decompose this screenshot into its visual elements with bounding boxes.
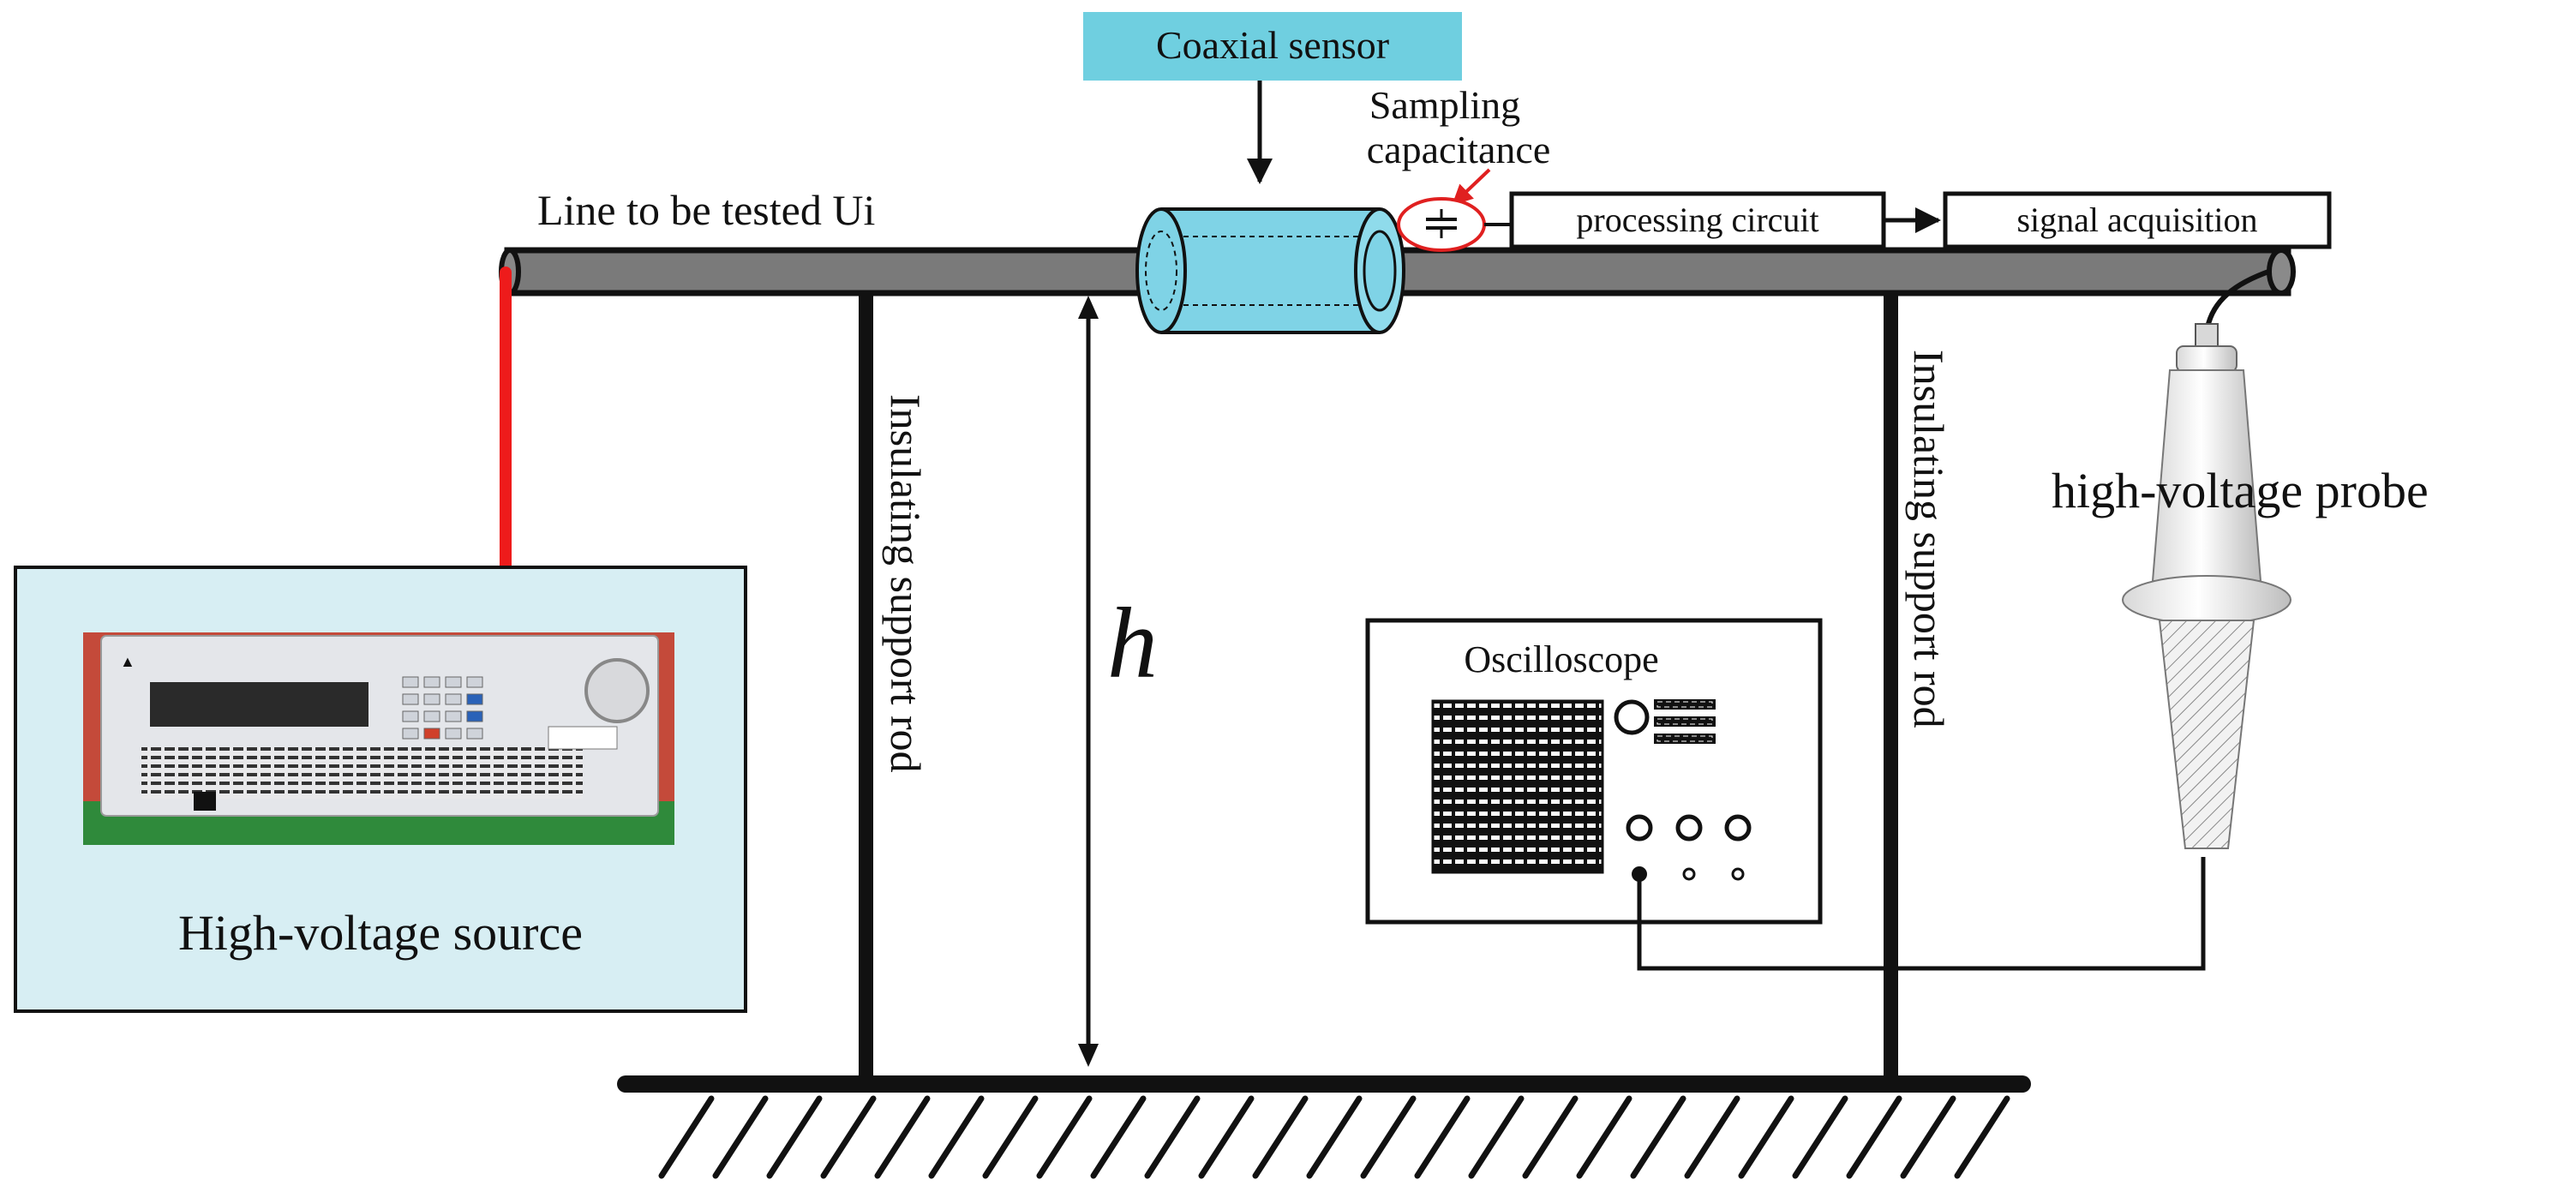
sampling-label-line2: capacitance [1367, 128, 1550, 171]
delta-logo-icon: ▲ [120, 653, 135, 670]
coaxial-sensor-label-box: Coaxial sensor [1083, 12, 1462, 81]
ground-hatch [1522, 1095, 1579, 1179]
oscilloscope-label: Oscilloscope [1464, 638, 1658, 680]
ground-hatch [874, 1095, 931, 1179]
ground-hatch [1306, 1095, 1363, 1179]
insulating-rod-left-label: Insulating support rod [882, 394, 930, 773]
height-dimension [1078, 296, 1099, 1067]
sampling-label-line1: Sampling [1369, 83, 1520, 127]
hv-source-label: High-voltage source [178, 905, 583, 961]
control-knob-icon [584, 658, 650, 723]
signal-acquisition-label: signal acquisition [2016, 201, 2257, 239]
oscilloscope-ports-icon [1626, 814, 1752, 882]
height-symbol: h [1107, 587, 1158, 699]
ground [617, 1075, 2031, 1179]
hv-source-device-image: ▲ [83, 632, 674, 845]
line-under-test-label: Line to be tested Ui [537, 186, 875, 234]
ground-hatch [1684, 1095, 1740, 1179]
probe-cable [1637, 857, 2206, 971]
insulating-rod-right [1884, 290, 1898, 1087]
ground-hatch [1468, 1095, 1525, 1179]
coaxial-sensor-label: Coaxial sensor [1156, 23, 1389, 67]
sampling-capacitor [1397, 197, 1486, 252]
sampling-pointer-arrow [1452, 168, 1491, 206]
probe-top-lead [2204, 268, 2272, 333]
ground-hatch [1414, 1095, 1471, 1179]
ground-hatch [1144, 1095, 1201, 1179]
ground-hatch [1090, 1095, 1147, 1179]
processing-circuit-label: processing circuit [1576, 201, 1818, 239]
ground-hatch [1792, 1095, 1848, 1179]
oscilloscope-knob-icon [1614, 699, 1650, 735]
hv-source-panel: ▲ High-voltage source [14, 566, 747, 1013]
ground-hatch [982, 1095, 1039, 1179]
insulating-rod-right-label: Insulating support rod [1905, 350, 1953, 728]
oscilloscope-screen-icon [1431, 699, 1604, 874]
ground-hatch [1846, 1095, 1902, 1179]
ground-hatch [928, 1095, 985, 1179]
ground-hatch [1198, 1095, 1255, 1179]
ground-hatch [1954, 1095, 2010, 1179]
ground-hatch [1360, 1095, 1417, 1179]
signal-acquisition-box [1943, 191, 2332, 249]
hv-probe [2122, 323, 2291, 849]
ground-hatch [1630, 1095, 1686, 1179]
ground-hatch [658, 1095, 715, 1179]
ground-hatch [1900, 1095, 1956, 1179]
insulating-rod-left [859, 290, 873, 1087]
ground-hatch [1036, 1095, 1093, 1179]
oscilloscope-buttons-icon [1654, 699, 1716, 744]
ground-hatch [1738, 1095, 1794, 1179]
coaxial-sensor [1135, 207, 1405, 334]
ground-hatch [1576, 1095, 1632, 1179]
ground-hatch [1252, 1095, 1309, 1179]
ground-hatch [820, 1095, 877, 1179]
keypad-icon [402, 676, 483, 740]
oscilloscope: Oscilloscope [1365, 618, 1823, 925]
ground-hatch [766, 1095, 823, 1179]
ground-hatch [712, 1095, 769, 1179]
processing-circuit-box [1509, 191, 1886, 249]
hv-probe-label: high-voltage probe [2052, 463, 2429, 518]
